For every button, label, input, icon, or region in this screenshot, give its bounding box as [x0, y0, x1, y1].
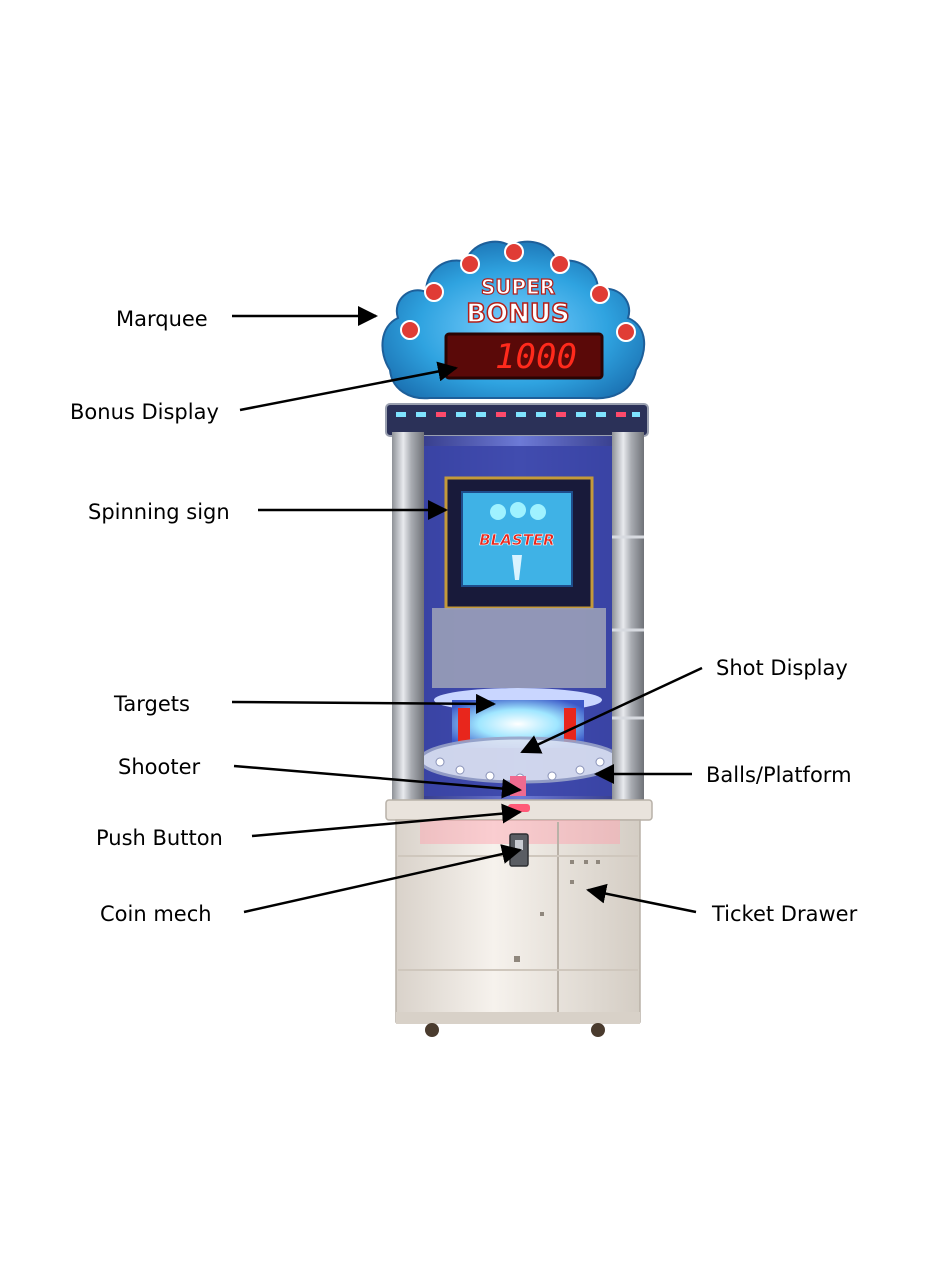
drawer-rivet: [540, 912, 544, 916]
led: [556, 412, 566, 417]
caster-wheel: [425, 1023, 439, 1037]
label-shot-display: Shot Display: [716, 656, 848, 680]
led: [416, 412, 426, 417]
led: [456, 412, 466, 417]
led: [496, 412, 506, 417]
base-trim: [396, 1012, 640, 1024]
marquee-dot: [591, 285, 609, 303]
marquee-dot: [617, 323, 635, 341]
target-block: [564, 708, 576, 742]
top-led-band: [386, 404, 648, 436]
label-push-button: Push Button: [96, 826, 223, 850]
marquee-dot: [505, 243, 523, 261]
marquee-dot: [461, 255, 479, 273]
ball: [596, 758, 604, 766]
marquee-dot: [551, 255, 569, 273]
drawer-rivet: [584, 860, 588, 864]
drawer-rivet: [570, 860, 574, 864]
push-button: [508, 804, 530, 812]
label-marquee: Marquee: [116, 307, 208, 331]
coin-slot: [515, 840, 523, 850]
sign-pin: [510, 502, 526, 518]
drawer-lock: [514, 956, 520, 962]
ball: [436, 758, 444, 766]
label-ticket-drawer: Ticket Drawer: [711, 902, 858, 926]
middle-panel: [432, 608, 606, 688]
marquee-title-line1: SUPER: [481, 275, 555, 299]
led: [596, 412, 606, 417]
target-block: [458, 708, 470, 742]
drawer-rivet: [596, 860, 600, 864]
right-pillar: [612, 432, 644, 804]
label-coin-mech: Coin mech: [100, 902, 212, 926]
caster-wheel: [591, 1023, 605, 1037]
drawer-rivet: [570, 880, 574, 884]
led: [476, 412, 486, 417]
label-targets: Targets: [113, 692, 190, 716]
marquee-dot: [401, 321, 419, 339]
label-spinning-sign: Spinning sign: [88, 500, 230, 524]
spinning-sign-text: BLASTER: [479, 531, 554, 549]
led: [396, 412, 406, 417]
sign-pin: [530, 504, 546, 520]
sign-pin: [490, 504, 506, 520]
led: [632, 412, 640, 417]
ball: [456, 766, 464, 774]
label-bonus-display: Bonus Display: [70, 400, 219, 424]
label-shooter: Shooter: [118, 755, 200, 779]
led: [436, 412, 446, 417]
led: [576, 412, 586, 417]
marquee-dot: [425, 283, 443, 301]
ball: [486, 772, 494, 780]
led: [536, 412, 546, 417]
label-balls-platform: Balls/Platform: [706, 763, 852, 787]
left-pillar: [392, 432, 424, 804]
arcade-machine: SUPER BONUS 1000: [382, 242, 652, 1037]
led: [516, 412, 526, 417]
spinning-sign: BLASTER: [446, 478, 592, 608]
shooter: [510, 776, 526, 796]
bonus-display-value: 1000: [495, 337, 577, 377]
ball: [548, 772, 556, 780]
ball: [576, 766, 584, 774]
marquee-title-line2: BONUS: [466, 299, 570, 329]
led: [616, 412, 626, 417]
